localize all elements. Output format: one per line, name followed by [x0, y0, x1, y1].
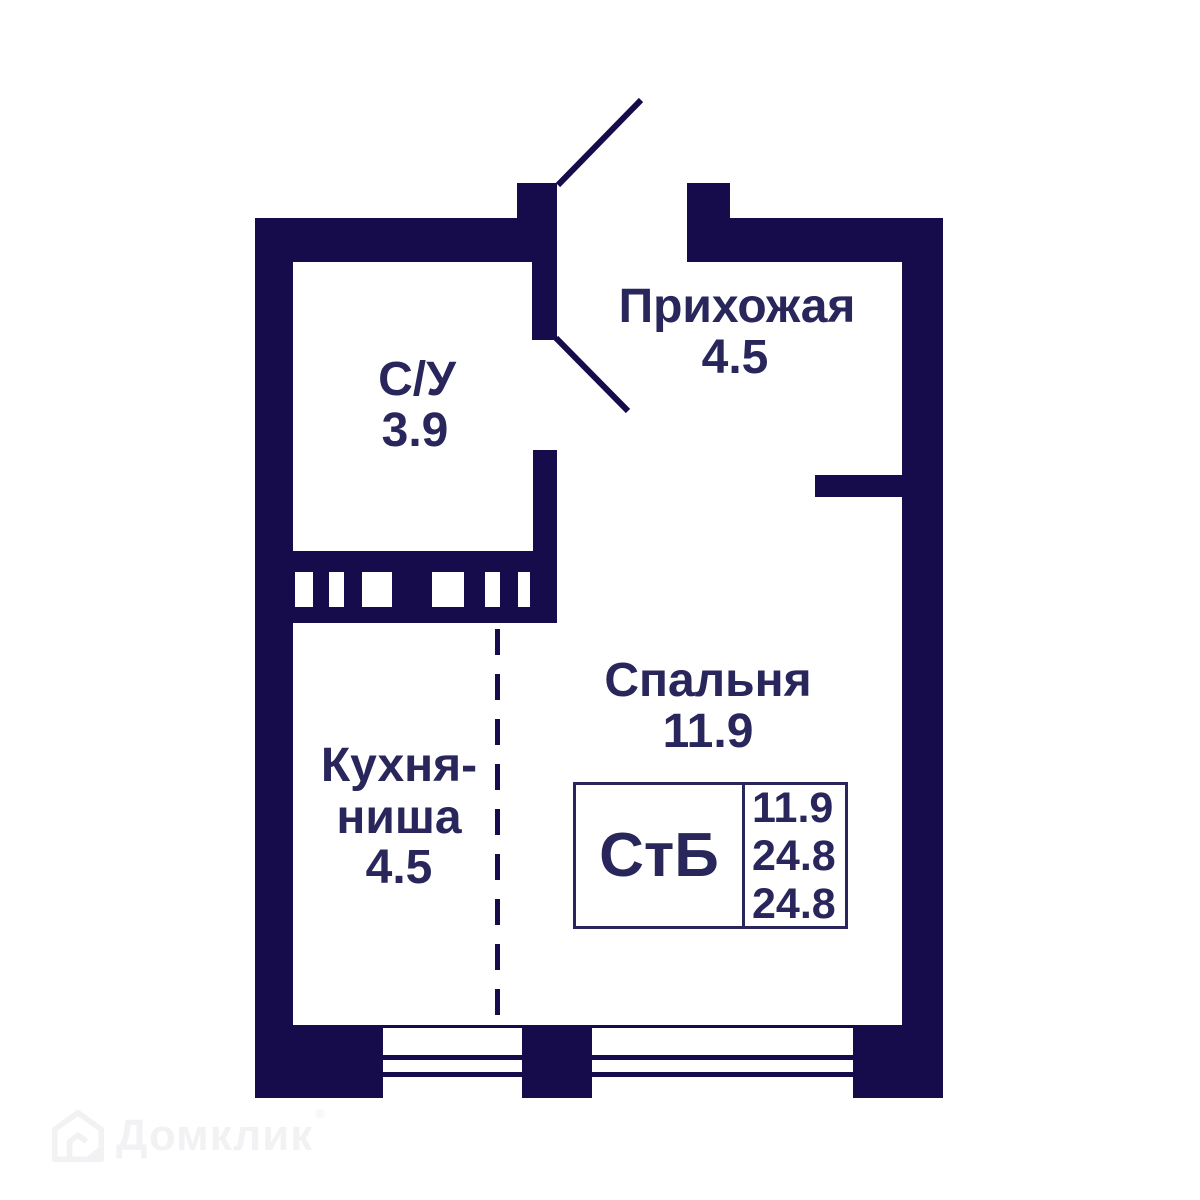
room-label-bathroom-area: 3.9 [381, 404, 449, 457]
apartment-type-label: СтБ [576, 785, 745, 926]
window-kitchen-glazing-line [383, 1055, 522, 1060]
room-label-hallway-area: 4.5 [701, 331, 769, 384]
entrance-door-swing [555, 97, 644, 188]
wall-right [902, 218, 943, 1098]
window-kitchen-glazing-line [383, 1072, 522, 1077]
vent-slot [485, 572, 500, 607]
vent-slot [518, 572, 530, 607]
partition-hallway-stub [815, 475, 902, 497]
entrance-jamb-left [517, 183, 557, 262]
vent-slot [362, 572, 392, 607]
apartment-area-value: 11.9 [752, 783, 834, 832]
vent-slot [329, 572, 344, 607]
window-bedroom-glazing-line [592, 1055, 853, 1060]
wall-left [255, 218, 293, 1098]
domclick-watermark-text: Домклик [116, 1111, 314, 1160]
room-label-bedroom-name: Спальня [604, 654, 812, 707]
apartment-area-value: 24.8 [752, 831, 836, 880]
wall-top-right [687, 218, 943, 262]
vent-slot [295, 572, 313, 607]
apartment-area-value: 24.8 [752, 879, 836, 928]
domclick-house-icon [51, 1109, 105, 1163]
partition-bathroom-upper [532, 262, 557, 340]
window-kitchen [383, 1028, 522, 1098]
apartment-areas: 11.9 24.8 24.8 [745, 783, 845, 928]
room-label-kitchen-area: 4.5 [365, 841, 433, 894]
window-bedroom-glazing-line [592, 1072, 853, 1077]
window-bedroom [592, 1028, 853, 1098]
registered-mark: ® [315, 1106, 325, 1121]
wall-top-left [255, 218, 557, 262]
room-label-hallway-name: Прихожая [618, 280, 856, 333]
bathroom-door-swing [553, 335, 631, 414]
room-label-kitchen-name-line2: ниша [336, 791, 462, 844]
room-label-bedroom-area: 11.9 [662, 705, 754, 758]
vent-slot [432, 572, 464, 607]
room-label-bathroom-name: С/У [378, 353, 456, 406]
room-label-kitchen-name-line1: Кухня- [320, 739, 478, 792]
apartment-info-box: СтБ 11.9 24.8 24.8 [573, 782, 848, 929]
domclick-watermark: Домклик ® [50, 1106, 325, 1164]
